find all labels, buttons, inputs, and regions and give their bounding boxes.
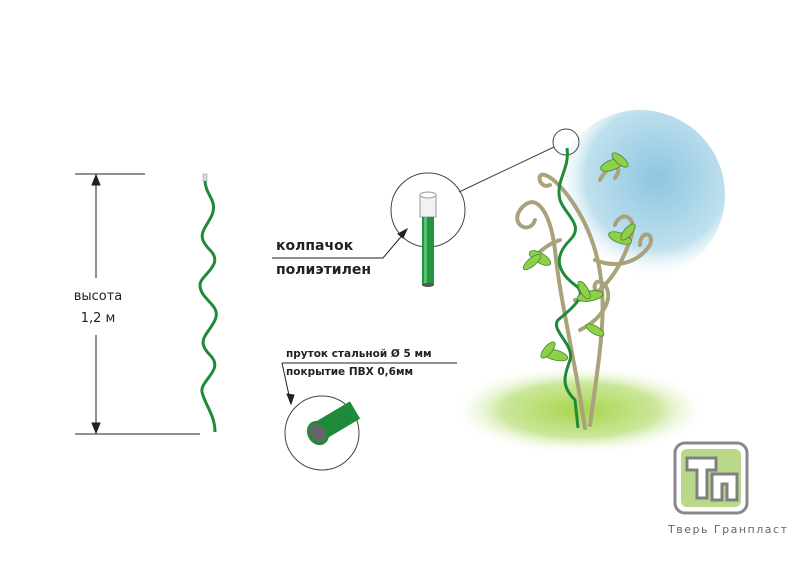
grass-patch [450,365,710,455]
rod-label-line2: покрытие ПВХ 0,6мм [286,366,414,378]
cap-label-line2: полиэтилен [276,262,371,278]
height-label: высота 1,2 м [60,286,136,330]
rod-label-line1: пруток стальной Ø 5 мм [286,348,432,360]
rod-magnifier [284,395,361,471]
plant-spiral-support [554,147,582,429]
height-value: 1,2 м [80,311,116,326]
brand-logo [673,441,749,515]
cap-magnifier [390,128,580,287]
height-dimension [75,173,200,435]
leaves [522,152,636,362]
rod-leader [281,362,457,406]
spiral-support [198,179,218,433]
height-label-text: высота [73,289,123,304]
brand-name: Тверь Гранпласт [668,523,789,536]
cap-label-line1: колпачок [276,238,354,254]
cap-leader [272,227,409,259]
sky-circle [555,110,725,280]
